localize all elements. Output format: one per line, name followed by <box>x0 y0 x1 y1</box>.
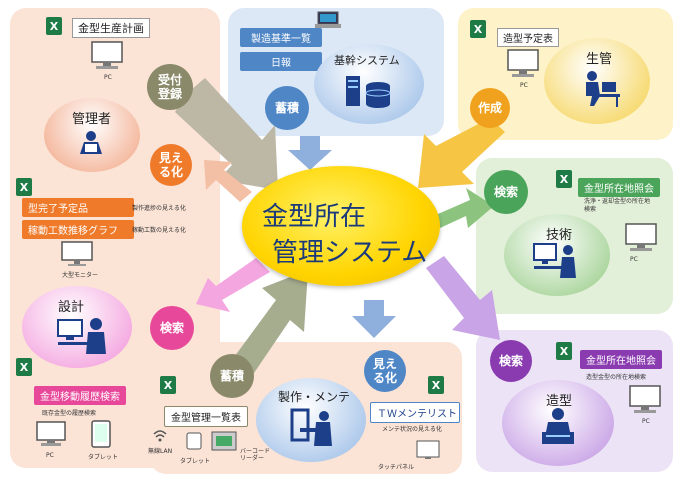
touch-panel-icon <box>416 440 440 459</box>
action-search-tech: 検索 <box>484 170 528 214</box>
role-ellipse-maintenance <box>256 378 366 462</box>
excel-icon: X <box>46 17 62 35</box>
role-manager: 管理者 <box>72 112 112 127</box>
person-pc-icon <box>57 318 106 354</box>
pc-icon <box>507 49 539 77</box>
excel-icon: X <box>428 376 444 394</box>
action-search-mold: 検索 <box>490 340 532 382</box>
tablet-icon <box>91 420 111 448</box>
person-workbench-icon <box>290 408 332 446</box>
pc-label: PC <box>520 82 528 89</box>
arrow-accumulate-bottom <box>232 270 308 376</box>
pc-icon <box>36 421 66 446</box>
person-desk-icon <box>586 71 620 107</box>
tag-manufacturing-standards: 製造基準一覧 <box>240 28 322 47</box>
action-register: 受付登録 <box>147 64 193 110</box>
tag-location-inquiry-tech: 金型所在地照会 <box>578 178 660 197</box>
center-title-line1: 金型所在 <box>262 202 367 232</box>
tag-workload-graph: 稼動工数推移グラフ <box>22 220 134 239</box>
pc-label: PC <box>642 418 650 425</box>
person-counter-icon <box>542 408 574 444</box>
note-location-mold: 造型金型の所在地検索 <box>586 374 647 381</box>
tag-completion-schedule: 型完了予定品 <box>22 198 134 217</box>
action-accumulate-top: 蓄積 <box>265 86 309 130</box>
action-search-design-label: 検索 <box>159 321 184 335</box>
note-location-tech: 洗浄・返却金型の所在地検索 <box>584 198 651 213</box>
action-visualize-bottom: 見える化 <box>364 350 406 392</box>
action-create: 作成 <box>470 88 510 128</box>
tag-tw-maintenance-list: ＴＷメンテリスト <box>370 402 460 423</box>
excel-icon: X <box>470 20 486 38</box>
role-ellipse-production-control <box>544 38 650 124</box>
tablet-label: タブレット <box>180 458 211 465</box>
excel-title-production-plan: 金型生産計画 <box>72 18 150 38</box>
action-accumulate-top-label: 蓄積 <box>274 101 299 115</box>
arrow-visualize-left <box>204 160 252 202</box>
note-history: 既存金型の履歴検索 <box>42 410 97 417</box>
core-system-label: 基幹システム <box>334 54 400 67</box>
action-accumulate-bottom-label: 蓄積 <box>219 369 244 383</box>
role-production-control: 生管 <box>586 52 613 67</box>
tag-movement-history: 金型移動履歴検索 <box>34 386 126 405</box>
barcode-reader-icon <box>211 431 237 451</box>
wifi-icon <box>153 430 167 442</box>
server-database-icon <box>346 76 391 108</box>
note-workload: 稼動工数の見える化 <box>132 227 186 234</box>
action-search-tech-label: 検索 <box>493 185 518 199</box>
laptop-icon <box>315 11 341 28</box>
role-engineering: 技術 <box>546 228 573 243</box>
person-pc-icon <box>533 243 576 278</box>
monitor-icon <box>61 241 93 266</box>
center-system-ellipse <box>242 166 440 286</box>
role-maintenance: 製作・メンテ <box>278 390 351 404</box>
role-design: 設計 <box>58 300 85 315</box>
person-laptop-icon <box>80 131 102 154</box>
pc-icon <box>625 223 657 251</box>
action-visualize-left-line1: 見え <box>158 151 183 165</box>
action-register-line2: 登録 <box>157 87 182 101</box>
action-visualize-left-line2: る化 <box>158 165 183 179</box>
pc-icon <box>629 385 661 413</box>
tag-mold-list: 金型管理一覧表 <box>164 406 248 427</box>
pc-icon <box>91 41 123 69</box>
action-create-label: 作成 <box>477 101 502 115</box>
arrow-register <box>175 78 278 190</box>
touch-panel-label: タッチパネル <box>378 464 415 471</box>
barcode-label: バーコードリーダー <box>240 448 271 462</box>
pc-label: PC <box>104 74 112 81</box>
note-maintenance: メンテ状況の見える化 <box>382 426 442 433</box>
arrow-search-mold <box>426 256 500 340</box>
note-progress: 製作進捗の見える化 <box>132 205 186 212</box>
action-search-design: 検索 <box>150 306 194 350</box>
action-visualize-left: 見える化 <box>150 144 192 186</box>
role-molding: 造型 <box>546 394 573 409</box>
action-register-line1: 受付 <box>157 73 182 87</box>
tablet-label: タブレット <box>88 454 119 461</box>
arrow-accumulate-top <box>288 136 332 170</box>
pc-label: PC <box>46 452 54 459</box>
excel-icon: X <box>556 170 572 188</box>
excel-icon: X <box>160 376 176 394</box>
action-visualize-bottom-line1: 見え <box>372 357 397 371</box>
tablet-icon <box>186 432 202 450</box>
wifi-label: 無線LAN <box>148 448 173 455</box>
pc-label: PC <box>630 256 638 263</box>
arrow-search-design <box>196 258 270 312</box>
tag-daily-report: 日報 <box>240 52 322 71</box>
arrow-search-tech <box>438 188 494 228</box>
excel-icon: X <box>16 358 32 376</box>
action-accumulate-bottom: 蓄積 <box>210 354 254 398</box>
arrow-create <box>418 118 505 188</box>
excel-icon: X <box>556 342 572 360</box>
excel-title-molding-schedule: 造型予定表 <box>497 28 559 47</box>
excel-icon: X <box>16 178 32 196</box>
center-title-line2: 管理システム <box>272 238 428 268</box>
monitor-label: 大型モニター <box>62 272 99 279</box>
arrow-visualize-bottom <box>352 300 396 338</box>
tag-location-inquiry-mold: 金型所在地照会 <box>580 350 662 369</box>
action-visualize-bottom-line2: る化 <box>372 371 397 385</box>
action-search-mold-label: 検索 <box>498 354 523 368</box>
